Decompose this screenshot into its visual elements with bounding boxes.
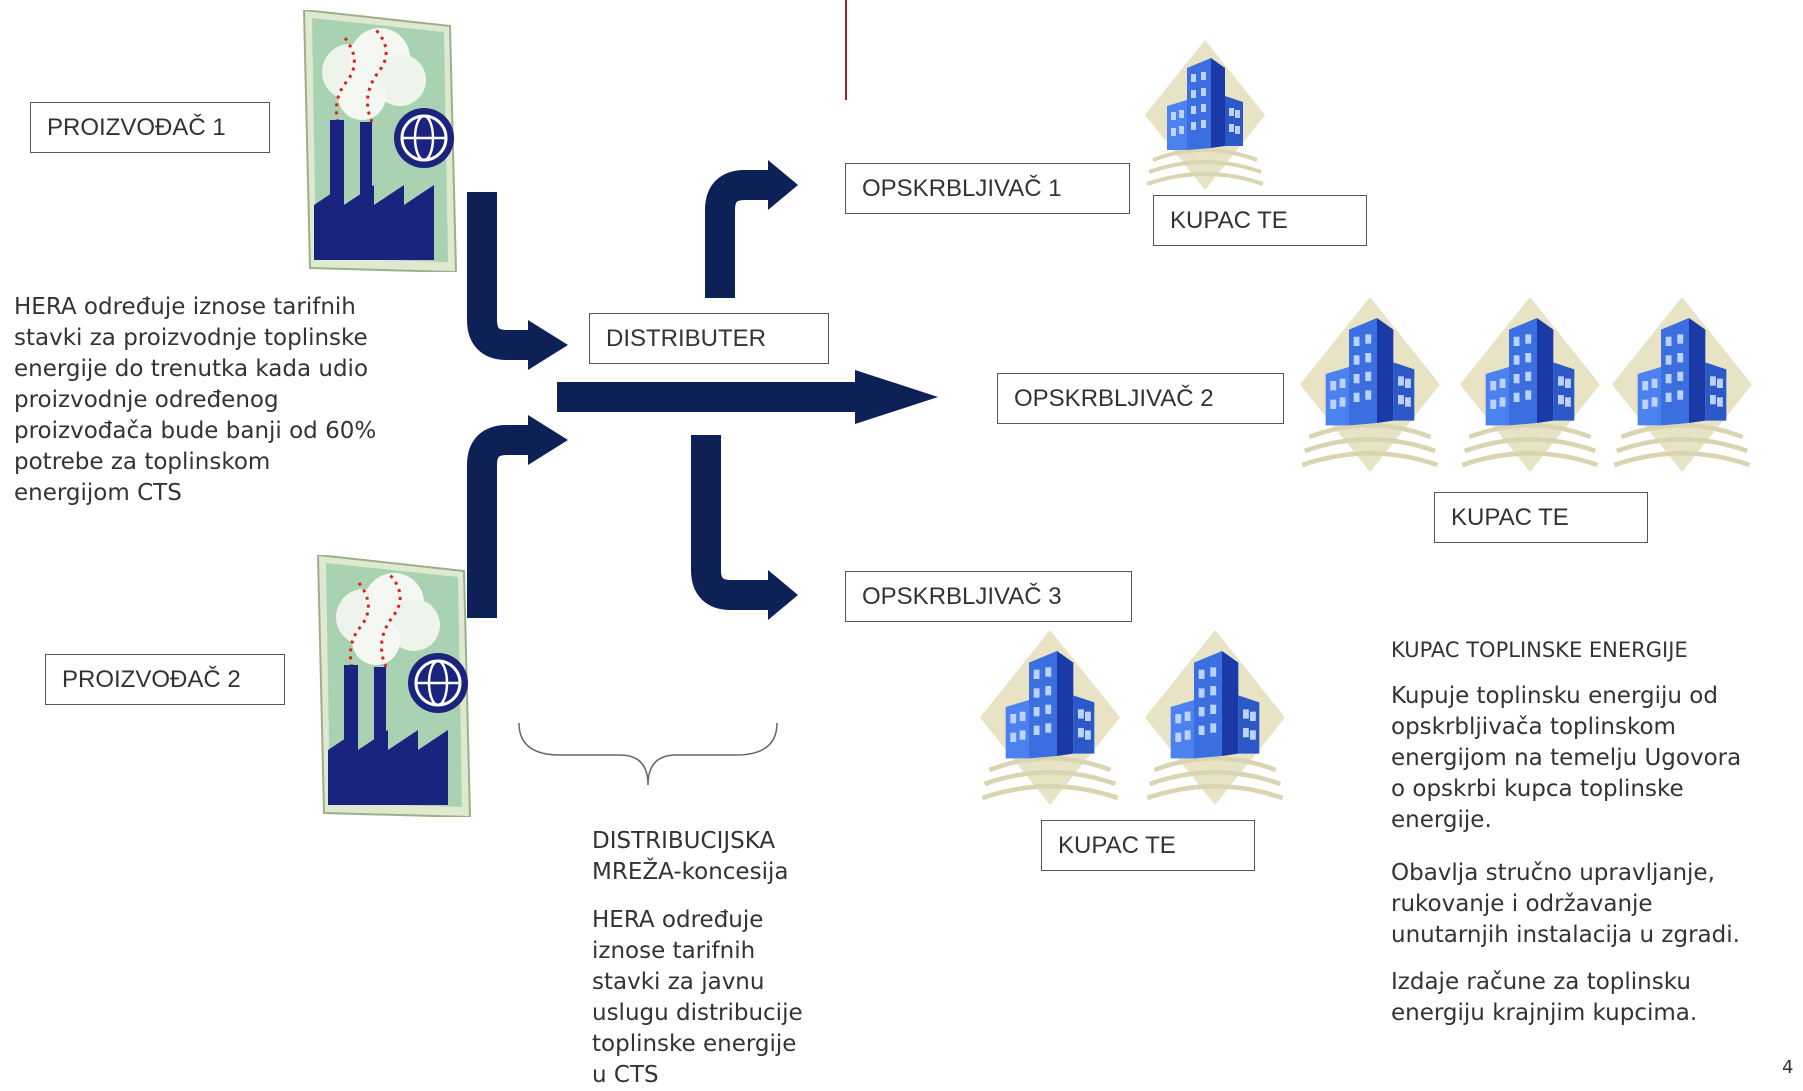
- network-brace: [518, 722, 778, 786]
- arrow-producer1: [467, 192, 528, 360]
- building-icon: [1300, 297, 1440, 472]
- building-icon: [1460, 297, 1600, 472]
- supplier3-box: OPSKRBLJIVAČ 3: [845, 571, 1132, 622]
- network-body: HERA određuje iznose tarifnih stavki za …: [592, 907, 803, 1088]
- arrow-supplier3: [691, 435, 768, 610]
- producers-note: HERA određuje iznose tarifnih stavki za …: [14, 294, 377, 506]
- building-icon: [1145, 40, 1265, 190]
- factory-icon: [302, 10, 458, 272]
- customer-p1: Kupuje toplinsku energiju od opskrbljiva…: [1391, 683, 1742, 833]
- customer-p3: Izdaje račune za toplinsku energiju kraj…: [1391, 969, 1698, 1026]
- page-number: 4: [1782, 1057, 1794, 1078]
- customer3-box: KUPAC TE: [1041, 820, 1255, 871]
- building-icon: [980, 630, 1120, 805]
- producer2-box: PROIZVOĐAČ 2: [45, 654, 285, 705]
- supplier1-box: OPSKRBLJIVAČ 1: [845, 163, 1130, 214]
- customer-title: KUPAC TOPLINSKE ENERGIJE: [1391, 638, 1688, 662]
- producer1-box: PROIZVOĐAČ 1: [30, 102, 270, 153]
- accent-line: [845, 0, 847, 100]
- customer1-box: KUPAC TE: [1153, 195, 1367, 246]
- network-title: DISTRIBUCIJSKA MREŽA-koncesija: [592, 828, 789, 885]
- factory-icon: [316, 555, 472, 817]
- customer2-box: KUPAC TE: [1434, 492, 1648, 543]
- distributer-box: DISTRIBUTER: [589, 313, 829, 364]
- supplier2-box: OPSKRBLJIVAČ 2: [997, 373, 1284, 424]
- arrow-producer2: [467, 425, 528, 618]
- building-icon: [1612, 297, 1752, 472]
- building-icon: [1145, 630, 1285, 805]
- arrow-supplier1: [705, 170, 768, 298]
- customer-p2: Obavlja stručno upravljanje, rukovanje i…: [1391, 860, 1740, 948]
